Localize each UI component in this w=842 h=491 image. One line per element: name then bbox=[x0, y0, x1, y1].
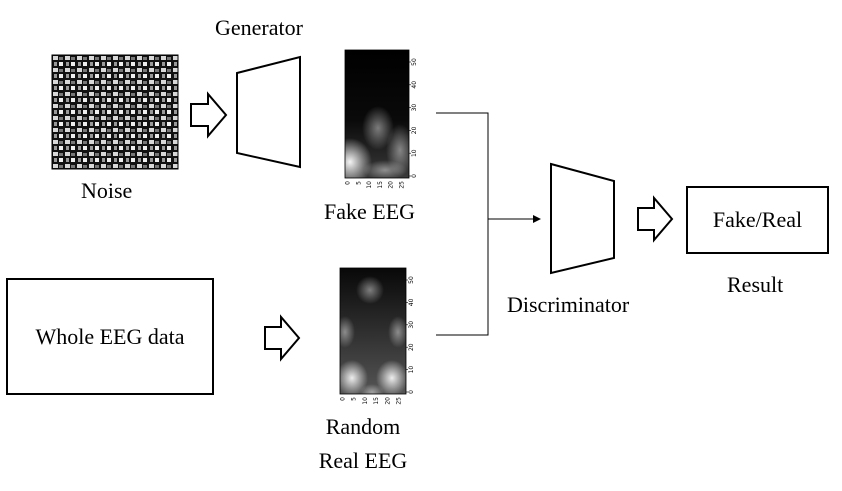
real-eeg-spectrogram bbox=[339, 267, 407, 395]
arrow-whole-to-real bbox=[264, 314, 301, 362]
fake-eeg-y-tick-20: 20 bbox=[411, 126, 418, 134]
real-eeg-x-tick-15: 15 bbox=[373, 397, 380, 405]
fake-real-label: Fake/Real bbox=[712, 207, 803, 232]
random-real-label-line1: Random bbox=[325, 414, 401, 439]
real-eeg-x-tick-5: 5 bbox=[351, 397, 358, 401]
fake-eeg-x-tick-15: 15 bbox=[377, 181, 384, 189]
real-eeg-y-tick-50: 50 bbox=[408, 276, 415, 284]
fake-eeg-x-tick-5: 5 bbox=[355, 181, 362, 185]
discriminator-label: Discriminator bbox=[507, 292, 630, 317]
fake-eeg-x-tick-0: 0 bbox=[345, 181, 352, 185]
fake-eeg-y-tick-0: 0 bbox=[411, 174, 418, 178]
generator-label: Generator bbox=[215, 15, 303, 40]
noise-image bbox=[51, 54, 179, 170]
whole-eeg-data-box: Whole EEG data bbox=[6, 278, 214, 395]
fake-eeg-label: Fake EEG bbox=[324, 199, 416, 224]
fake-eeg-y-tick-10: 10 bbox=[411, 149, 418, 157]
fake-eeg-x-tick-10: 10 bbox=[366, 181, 373, 189]
real-eeg-y-tick-40: 40 bbox=[408, 298, 415, 306]
fake-eeg-y-tick-50: 50 bbox=[411, 58, 418, 66]
noise-label: Noise bbox=[81, 178, 133, 203]
real-eeg-x-tick-0: 0 bbox=[340, 397, 347, 401]
real-eeg-x-tick-25: 25 bbox=[396, 397, 403, 405]
fake-eeg-x-tick-20: 20 bbox=[388, 181, 395, 189]
real-eeg-x-tick-10: 10 bbox=[362, 397, 369, 405]
arrow-to-result bbox=[637, 195, 674, 243]
fake-eeg-y-tick-30: 30 bbox=[411, 104, 418, 112]
fake-eeg-y-tick-40: 40 bbox=[411, 81, 418, 89]
real-eeg-y-tick-20: 20 bbox=[408, 343, 415, 351]
real-eeg-y-tick-10: 10 bbox=[408, 366, 415, 374]
fake-eeg-spectrogram bbox=[344, 49, 410, 179]
connector-arrowhead bbox=[533, 215, 541, 223]
generator-block bbox=[236, 55, 301, 169]
discriminator-block bbox=[550, 162, 615, 275]
fake-eeg-x-tick-25: 25 bbox=[399, 181, 406, 189]
random-real-label-line2: Real EEG bbox=[318, 448, 408, 473]
arrow-noise-to-generator bbox=[190, 91, 228, 139]
connector-lines bbox=[436, 112, 535, 336]
whole-eeg-data-label: Whole EEG data bbox=[35, 323, 185, 349]
result-label: Result bbox=[727, 272, 784, 297]
real-eeg-y-tick-0: 0 bbox=[408, 390, 415, 394]
real-eeg-y-tick-30: 30 bbox=[408, 321, 415, 329]
real-eeg-x-tick-20: 20 bbox=[384, 397, 391, 405]
fake-real-box: Fake/Real bbox=[686, 186, 829, 254]
